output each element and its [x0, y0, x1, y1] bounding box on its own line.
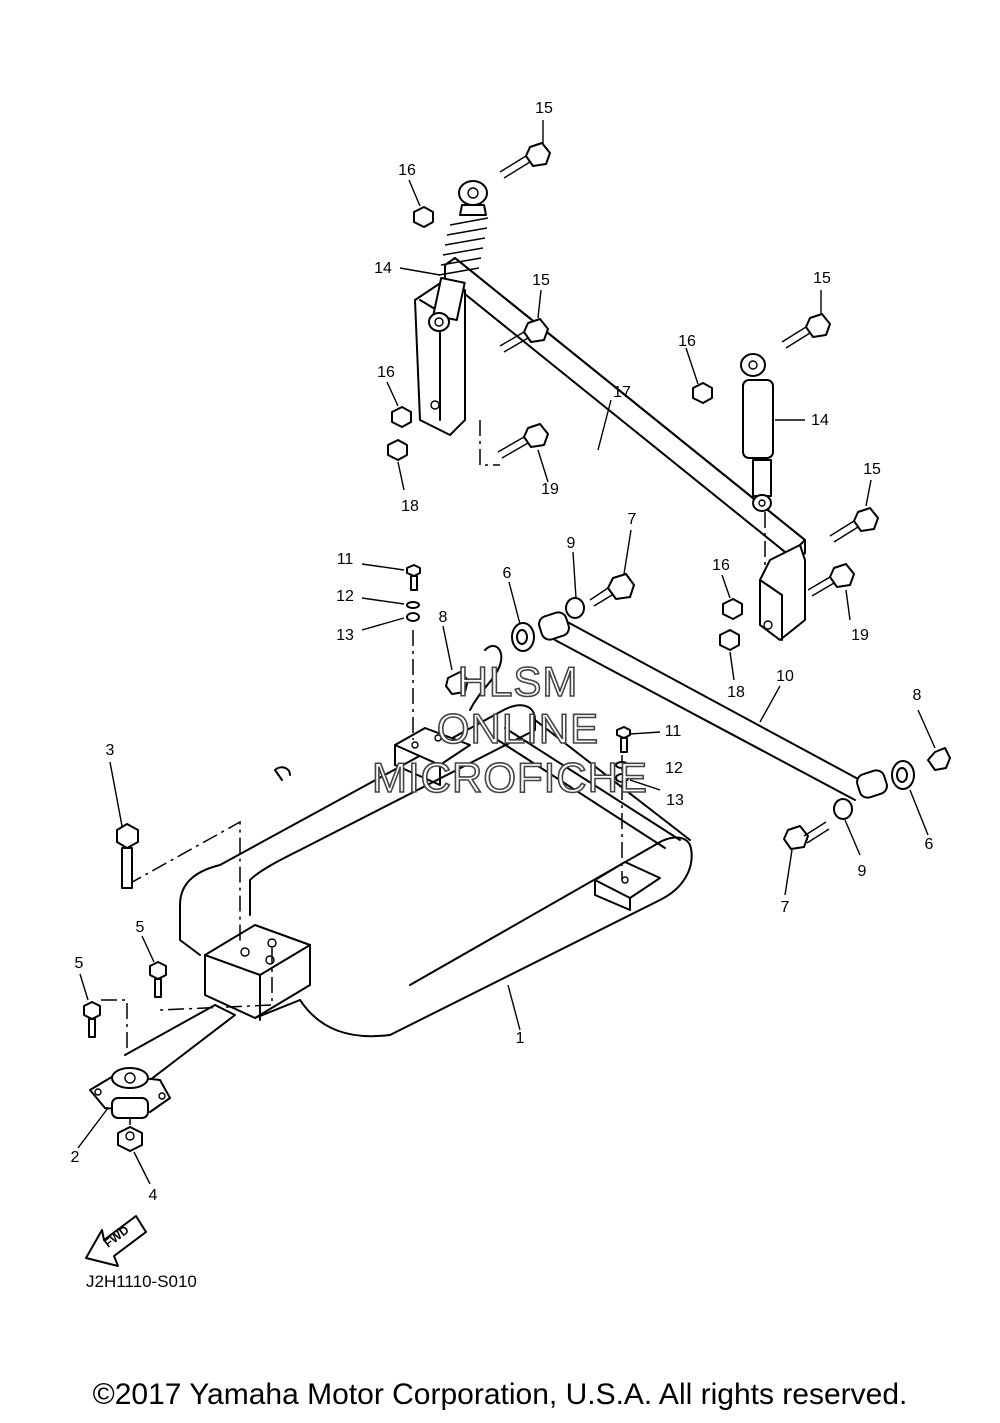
callout-7a: 7: [628, 511, 637, 528]
callout-14a: 14: [374, 260, 392, 277]
callout-5a: 5: [136, 919, 145, 936]
callout-19b: 19: [851, 627, 869, 644]
upper-bolts: [497, 142, 879, 597]
callout-15a: 15: [535, 100, 553, 117]
callout-18b: 18: [727, 684, 745, 701]
stabilizer-rod: [445, 573, 951, 850]
callout-8b: 8: [913, 687, 922, 704]
callout-8a: 8: [439, 609, 448, 626]
callout-14b: 14: [811, 412, 829, 429]
flange-nut: [117, 1126, 143, 1152]
callout-2: 2: [71, 1149, 80, 1166]
callout-11a: 11: [337, 551, 354, 568]
callout-16c: 16: [678, 333, 696, 350]
watermark-line-2: ONLINE: [437, 705, 599, 752]
long-bolt: [116, 823, 139, 889]
leader-lines: [77, 120, 936, 1185]
callout-6a: 6: [503, 565, 512, 582]
callout-13a: 13: [336, 627, 354, 644]
bolt-a: [149, 961, 167, 998]
callout-9a: 9: [567, 535, 576, 552]
watermark: HLSM ONLINE MICROFICHE: [371, 657, 648, 802]
callout-4: 4: [149, 1187, 158, 1204]
callout-19a: 19: [541, 481, 559, 498]
callout-10: 10: [776, 668, 794, 685]
callout-12b: 12: [665, 760, 683, 777]
callout-3: 3: [106, 742, 115, 759]
callout-15b: 15: [532, 272, 550, 289]
rubber-mount: [89, 1067, 171, 1119]
callout-11b: 11: [665, 723, 682, 740]
callouts: 1 2 3 4 5 5 6 6 7 7 8 8 9 9 10 11 11 12 …: [71, 100, 934, 1204]
watermark-line-1: HLSM: [458, 658, 579, 705]
bolt-b: [83, 1001, 101, 1038]
small-hardware: [406, 564, 631, 783]
watermark-line-3: MICROFICHE: [372, 754, 648, 801]
callout-7b: 7: [781, 899, 790, 916]
shock-absorber-left: [428, 180, 489, 332]
copyright-notice: ©2017 Yamaha Motor Corporation, U.S.A. A…: [92, 1378, 908, 1411]
callout-15d: 15: [863, 461, 881, 478]
shock-absorber-right: [740, 353, 774, 512]
callout-15c: 15: [813, 270, 831, 287]
callout-18a: 18: [401, 498, 419, 515]
engine-bracket-frame: [124, 704, 693, 1081]
callout-16d: 16: [712, 557, 730, 574]
callout-1: 1: [516, 1030, 525, 1047]
fwd-arrow-icon: FWD: [85, 1215, 147, 1267]
diagram-code: J2H1110-S010: [86, 1272, 197, 1291]
callout-13b: 13: [666, 792, 684, 809]
callout-12a: 12: [336, 588, 354, 605]
callout-5b: 5: [75, 955, 84, 972]
callout-6b: 6: [925, 836, 934, 853]
assembly-lines: [98, 330, 766, 1125]
nuts: [387, 206, 743, 651]
callout-16a: 16: [398, 162, 416, 179]
callout-9b: 9: [858, 863, 867, 880]
callout-17: 17: [613, 384, 631, 401]
callout-16b: 16: [377, 364, 395, 381]
